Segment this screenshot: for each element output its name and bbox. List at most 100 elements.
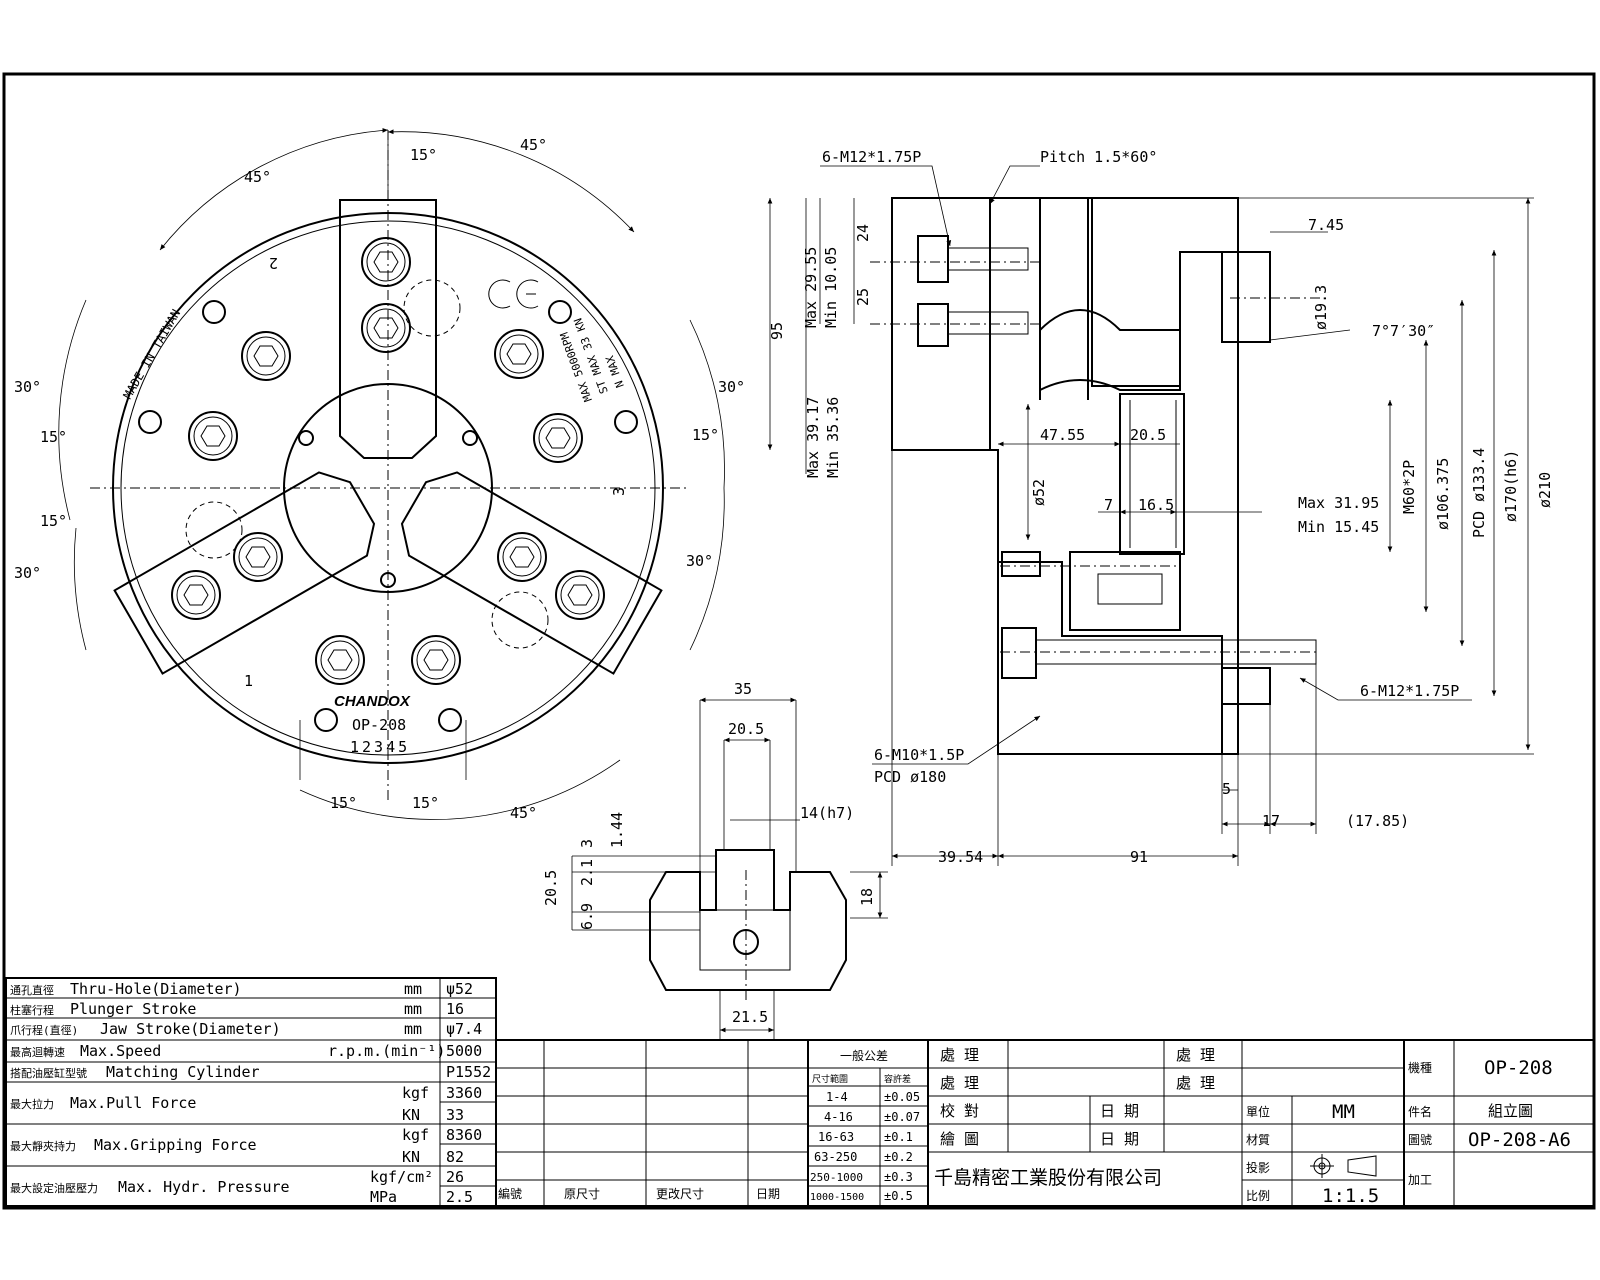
tol-val-0: ±0.05 — [884, 1090, 920, 1104]
body-top-right-section — [1091, 197, 1239, 387]
label-d52: ø52 — [1030, 479, 1048, 506]
angle-left-15b: 15° — [40, 512, 67, 530]
label-thread-top: 6-M12*1.75P — [822, 148, 921, 166]
label-95: 95 — [768, 322, 786, 340]
jaw-number-3: 3 — [610, 487, 628, 496]
sleeve-bottom — [1221, 667, 1271, 705]
tol-val-3: ±0.2 — [884, 1150, 913, 1164]
angle-bottom-15b: 15° — [412, 794, 439, 812]
spec-unit-6: kgf — [402, 1126, 429, 1144]
spec-value-2: ψ7.4 — [446, 1020, 482, 1038]
jaw-number-1: 1 — [244, 672, 253, 690]
spec-cn-6: 最大靜夾持力 — [10, 1139, 76, 1153]
tol-size-4: 250-1000 — [810, 1171, 863, 1184]
label-7: 7 — [1104, 496, 1113, 514]
label-m10: 6-M10*1.5P — [874, 746, 964, 764]
label-pcd180: PCD ø180 — [874, 768, 946, 786]
tol-val-2: ±0.1 — [884, 1130, 913, 1144]
spec-en-6: Max.Gripping Force — [94, 1136, 257, 1154]
tol-size-0: 1-4 — [826, 1090, 848, 1104]
scale-label: 比例 — [1246, 1189, 1270, 1203]
body-bottom-section — [997, 561, 1223, 755]
angle-bottom-15a: 15° — [330, 794, 357, 812]
tol-size-5: 1000-1500 — [810, 1192, 864, 1203]
machine-label: 機種 — [1408, 1060, 1432, 1075]
spec-cn-4: 搭配油壓缸型號 — [10, 1066, 87, 1080]
drawing-no-value: OP-208-A6 — [1468, 1129, 1571, 1151]
serial-engraving: 12345 — [350, 738, 410, 756]
jaw-detail-view: 35 20.5 14(h7) 1.44 3 2.1 20.5 6.9 18 21… — [542, 680, 888, 1040]
label-91: 91 — [1130, 848, 1148, 866]
label-25: 25 — [854, 288, 872, 306]
rev-header-changed: 更改尺寸 — [656, 1187, 704, 1201]
jaw-label-20-5: 20.5 — [728, 720, 764, 738]
machine-value: OP-208 — [1484, 1057, 1553, 1079]
jaw-label-20-5-v: 20.5 — [542, 870, 560, 906]
label-17: 17 — [1262, 812, 1280, 830]
role-4: 繪 圖 — [940, 1130, 979, 1148]
angle-top-mid: 15° — [410, 146, 437, 164]
spec-cn-0: 通孔直徑 — [10, 983, 54, 997]
spec-en-7: Max. Hydr. Pressure — [118, 1178, 290, 1196]
section-view: 6-M12*1.75P Pitch 1.5*60° 7.45 ø19.3 7°7… — [767, 148, 1554, 866]
rev-header-original: 原尺寸 — [564, 1187, 600, 1201]
rev-header-no: 編號 — [498, 1186, 522, 1201]
jaw-label-21-5: 21.5 — [732, 1008, 768, 1026]
spec-unit2-7: MPa — [370, 1188, 397, 1206]
jaw-label-2-1: 2.1 — [578, 859, 596, 886]
label-d106: ø106.375 — [1434, 458, 1452, 530]
label-max-29-55: Max 29.55 — [802, 247, 820, 328]
spec-en-5: Max.Pull Force — [70, 1094, 196, 1112]
model-engraving: OP-208 — [352, 716, 406, 734]
label-angle: 7°7′30″ — [1372, 322, 1435, 340]
label-20-5: 20.5 — [1130, 426, 1166, 444]
angle-bottom-45: 45° — [510, 804, 537, 822]
spec-value-4: P1552 — [446, 1063, 491, 1081]
label-m60: M60*2P — [1400, 460, 1418, 514]
label-min-10-05: Min 10.05 — [822, 247, 840, 328]
rev-header-date: 日期 — [756, 1187, 780, 1201]
spec-cn-1: 柱塞行程 — [10, 1003, 54, 1017]
tolerance-title: 一般公差 — [840, 1048, 888, 1063]
tolerance-col-size: 尺寸範圍 — [812, 1073, 848, 1085]
label-17-85: (17.85) — [1346, 812, 1409, 830]
role-1: 處 理 — [940, 1046, 979, 1064]
label-pcd133: PCD ø133.4 — [1470, 448, 1488, 538]
spec-value-0: ψ52 — [446, 980, 473, 998]
label-min-35-36: Min 35.36 — [824, 397, 842, 478]
spec-value2-6: 82 — [446, 1148, 464, 1166]
spec-cn-3: 最高迴轉速 — [10, 1045, 65, 1059]
jaw-label-18: 18 — [858, 888, 876, 906]
tol-size-2: 16-63 — [818, 1130, 854, 1144]
unit-label: 單位 — [1246, 1104, 1270, 1119]
projection-label: 投影 — [1246, 1160, 1270, 1175]
label-pitch: Pitch 1.5*60° — [1040, 148, 1157, 166]
spec-en-3: Max.Speed — [80, 1042, 161, 1060]
spec-en-0: Thru-Hole(Diameter) — [70, 980, 242, 998]
jaw-left — [400, 471, 663, 675]
spec-value-5: 3360 — [446, 1084, 482, 1102]
angle-right-30b: 30° — [686, 552, 713, 570]
angle-left-15a: 15° — [40, 428, 67, 446]
spec-en-4: Matching Cylinder — [106, 1063, 260, 1081]
tol-val-5: ±0.5 — [884, 1189, 913, 1203]
role-right-2: 處 理 — [1176, 1074, 1215, 1092]
unit-value: MM — [1332, 1101, 1355, 1123]
angle-top-right: 45° — [520, 136, 547, 154]
date-label-1: 日 期 — [1100, 1102, 1139, 1120]
front-view: 45° 15° 45° 30° 15° 15° 30° 30° 15° 30° … — [14, 128, 745, 822]
label-47-55: 47.55 — [1040, 426, 1085, 444]
spec-unit-3: r.p.m.(min⁻¹) — [328, 1042, 445, 1060]
jaw-label-3: 3 — [578, 839, 596, 848]
jaw-label-6-9: 6.9 — [578, 903, 596, 930]
made-in-taiwan: MADE IN TAIWAN — [120, 307, 183, 402]
spec-unit-0: mm — [404, 980, 422, 998]
spec-unit-5: kgf — [402, 1084, 429, 1102]
spec-value-3: 5000 — [446, 1042, 482, 1060]
jaw-right — [113, 471, 376, 675]
tol-size-3: 63-250 — [814, 1150, 857, 1164]
ce-mark-icon — [488, 279, 539, 309]
tol-val-4: ±0.3 — [884, 1170, 913, 1184]
angle-left-30b: 30° — [14, 564, 41, 582]
